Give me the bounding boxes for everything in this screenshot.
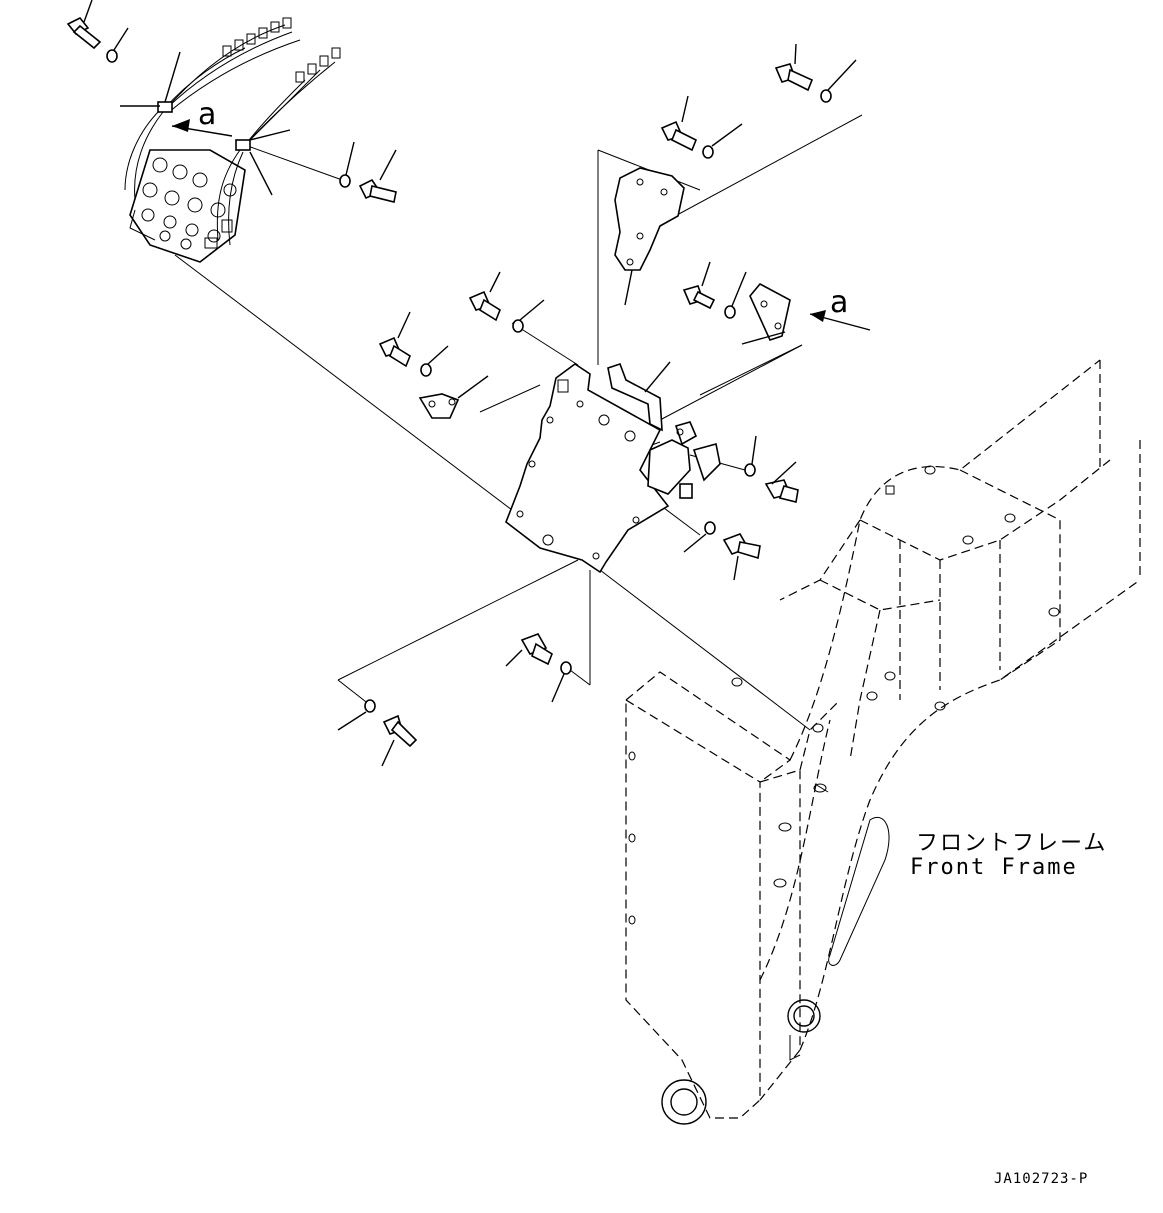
view-arrow-a-right: a: [809, 285, 871, 331]
valve-callouts: [120, 51, 291, 196]
mounting-plate: [505, 363, 670, 574]
bolt-4: [358, 149, 397, 203]
bolt-7: [378, 311, 411, 368]
washer-9: [683, 521, 716, 553]
bolt-1: [66, 0, 102, 50]
assembly-leader-lines: [174, 114, 863, 731]
front-frame: [625, 359, 1141, 1125]
strap-bracket: [607, 361, 671, 432]
washer-11: [337, 699, 376, 731]
washer-10: [551, 661, 572, 703]
washer-5: [724, 271, 747, 319]
bolt-3: [660, 95, 698, 152]
bolt-11: [381, 714, 418, 767]
washer-8: [744, 435, 757, 477]
washer-7: [420, 345, 449, 377]
control-valve-assembly: [124, 17, 341, 263]
bolt-2: [774, 43, 814, 92]
fasteners: [66, 0, 857, 767]
washer-3: [702, 123, 743, 159]
bolt-5: [682, 261, 716, 310]
front-frame-label-en: Front Frame: [910, 855, 1078, 880]
bolt-9: [722, 533, 761, 581]
washer-4: [339, 141, 355, 188]
upper-bracket: [614, 167, 685, 306]
bolt-10: [505, 633, 553, 667]
view-arrow-a-left: a: [171, 97, 233, 137]
angle-bracket-left: [418, 375, 489, 419]
view-marker-left: a: [198, 97, 216, 132]
washer-1: [106, 27, 129, 63]
bolt-8: [764, 461, 799, 503]
drawing-code: JA102723-P: [994, 1171, 1088, 1187]
view-marker-right: a: [830, 285, 848, 320]
washer-2: [820, 59, 857, 103]
clip-bracket-right: [741, 282, 791, 345]
connector-bracket: [647, 421, 721, 499]
washer-6: [512, 299, 545, 333]
bolt-6: [468, 271, 501, 322]
front-frame-label-jp: フロントフレーム: [916, 831, 1107, 856]
